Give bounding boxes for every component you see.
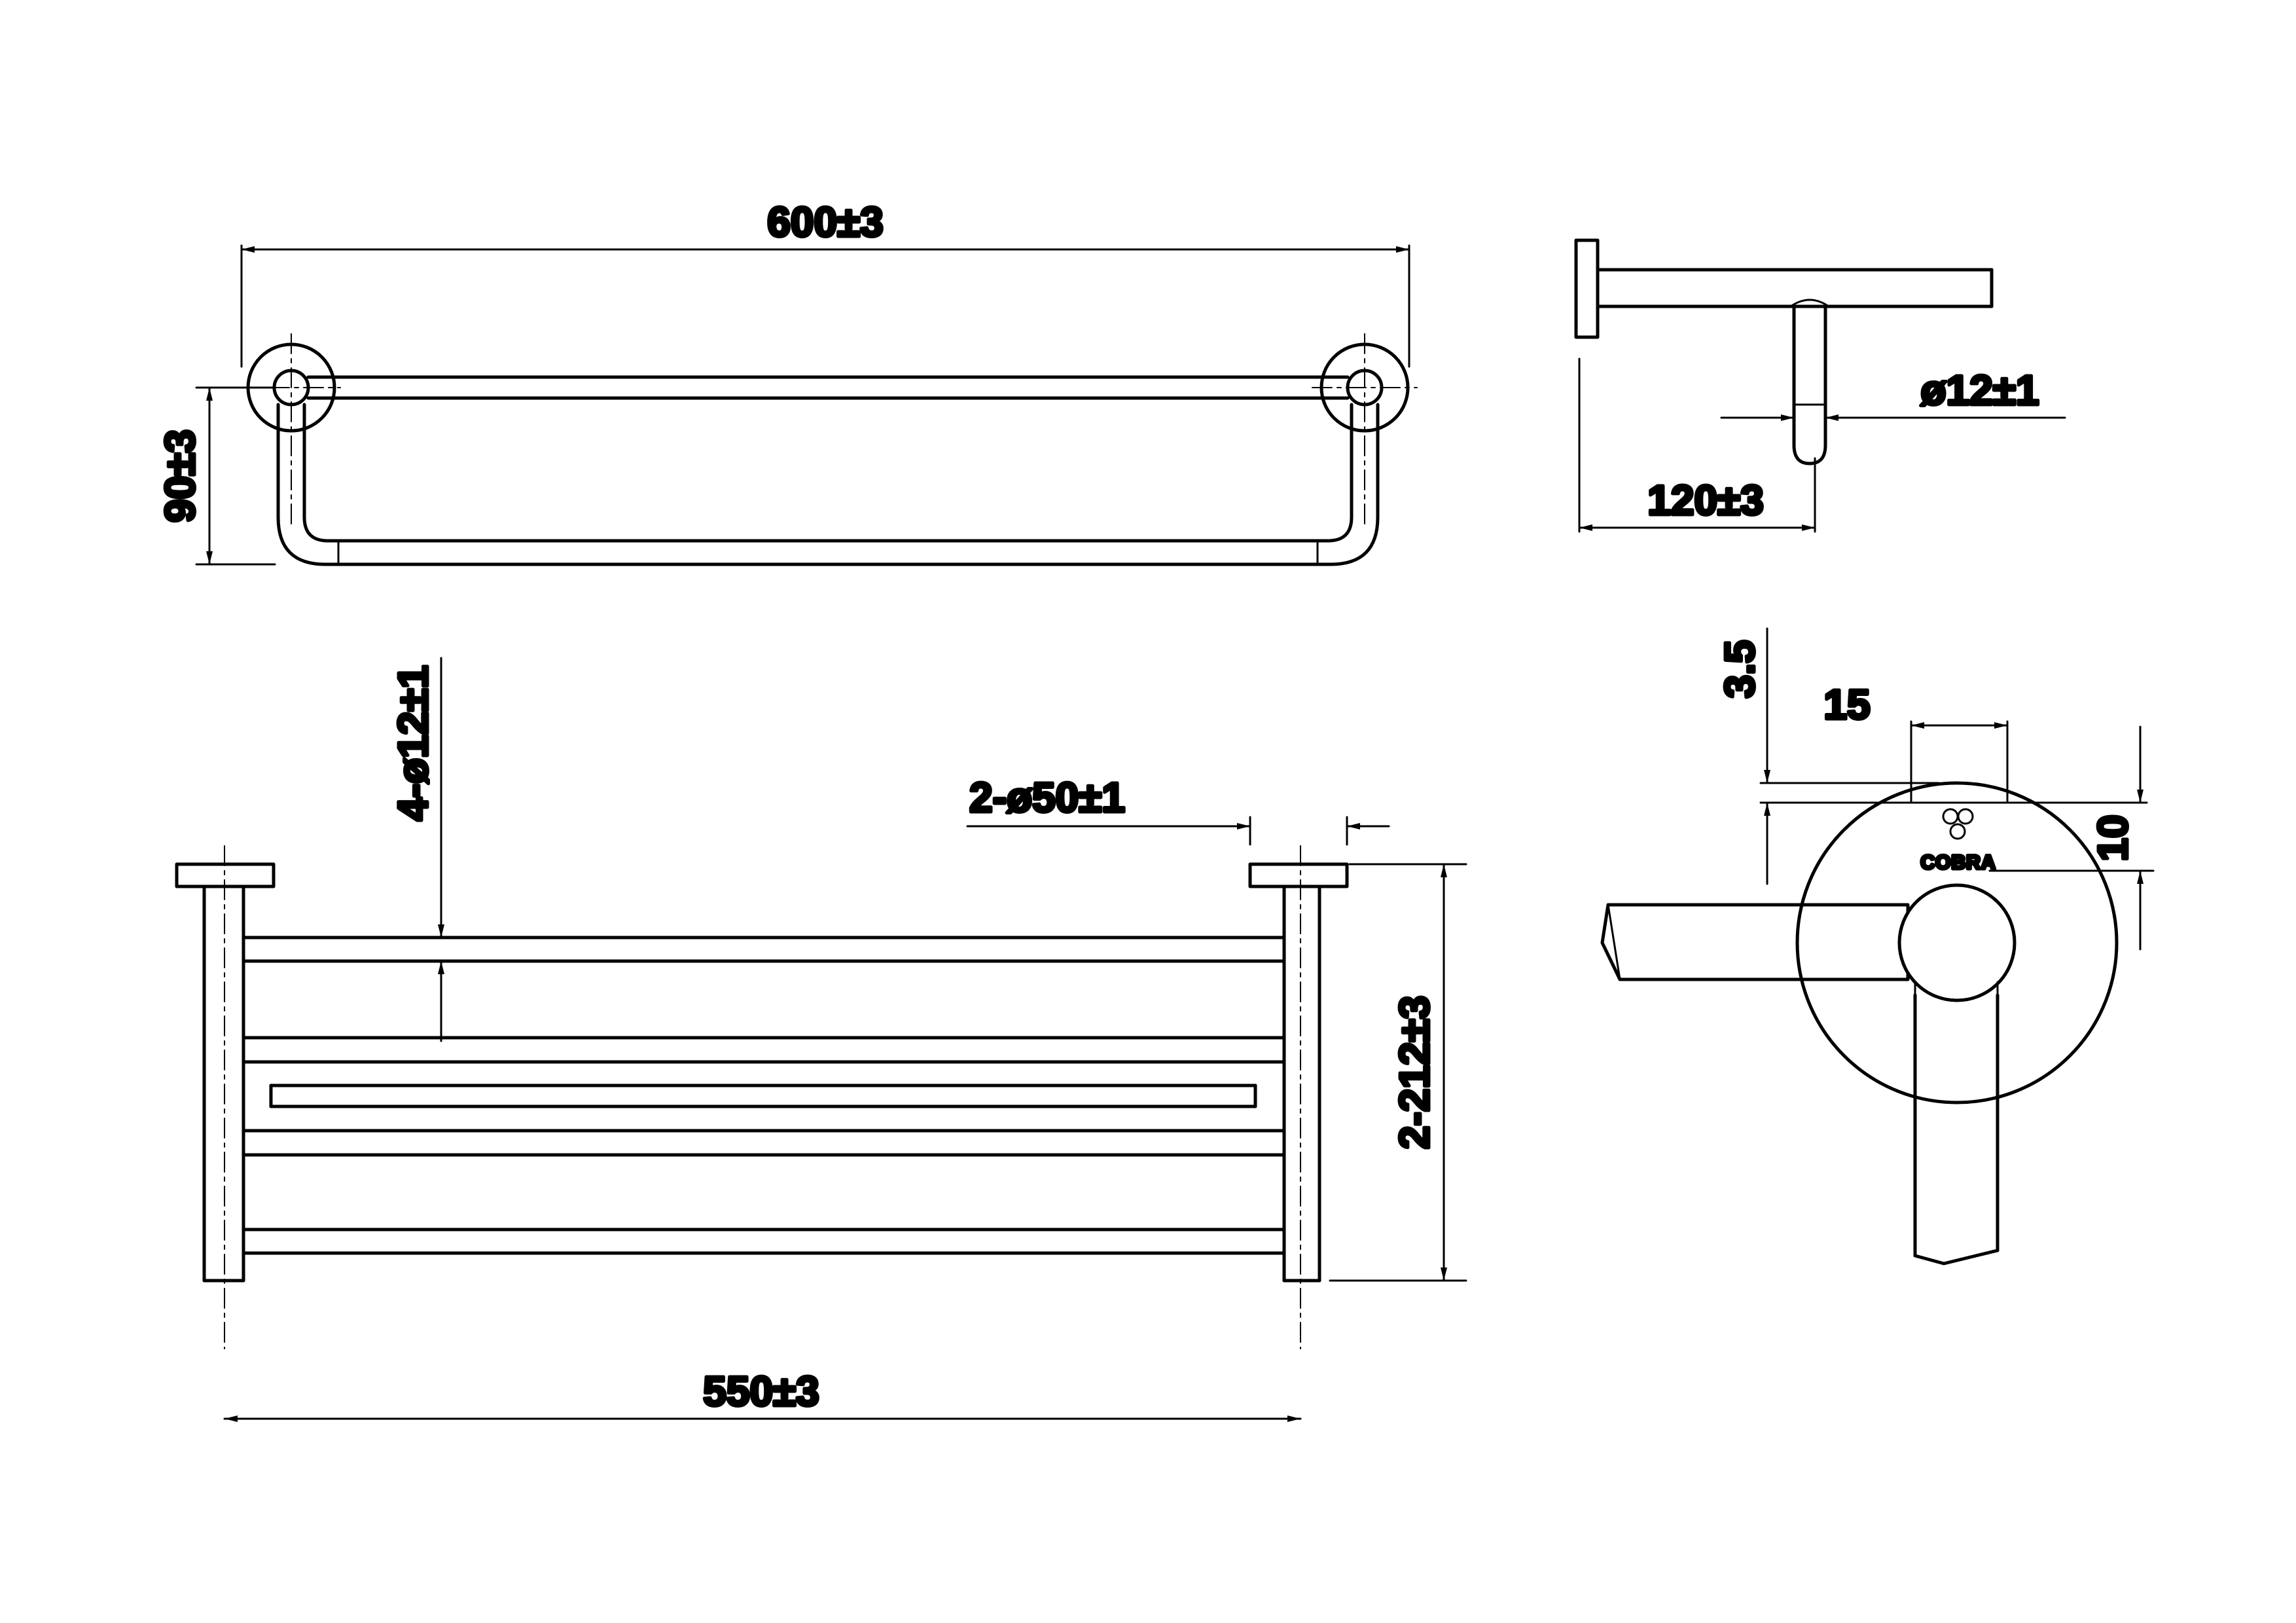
top-outer-rail: [276, 403, 1380, 566]
dim-rail-count-diameter: 4-ø12±1: [389, 665, 437, 821]
front-right-flange: [1248, 862, 1349, 888]
dim-projection: 120±3: [1647, 477, 1764, 524]
detail-hub: [1897, 883, 2017, 1002]
dim-flange-thickness: 3.5: [1716, 640, 1763, 699]
dim-rail-diameter: ø12±1: [1921, 367, 2039, 414]
detail-arm-cover: [1914, 981, 1999, 999]
detail-vertical-arm: [1913, 993, 2000, 1266]
dim-flange-diameter: 2-ø50±1: [969, 774, 1125, 821]
side-rail-drop: [1792, 304, 1827, 465]
dim-detail-height: 10: [2089, 814, 2136, 861]
detail-view: COBRA 3.5 15 10: [1600, 627, 2155, 1266]
detail-horizontal-arm: [1600, 903, 1910, 981]
top-view: 600±3 90±3: [155, 197, 1418, 566]
top-inner-rail: [302, 403, 1354, 543]
side-rail-join: [1789, 299, 1830, 308]
dim-detail-width: 15: [1823, 681, 1870, 728]
side-view: ø12±1 120±3: [1574, 238, 2066, 533]
logo-text: COBRA: [1921, 852, 1996, 873]
front-view: 4-ø12±1 2-ø50±1 2-212±3 550±3: [175, 657, 1467, 1422]
dim-rail-length: 550±3: [703, 1368, 819, 1415]
detail-arm-end: [1607, 903, 1621, 981]
dim-overall-length: 600±3: [767, 198, 884, 246]
cobra-logo-icon: [1942, 808, 1974, 840]
detail-flange: [1795, 781, 2119, 1104]
side-flange: [1574, 238, 1600, 339]
dim-depth: 90±3: [156, 429, 204, 522]
dim-mount-spacing: 2-212±3: [1391, 996, 1438, 1149]
